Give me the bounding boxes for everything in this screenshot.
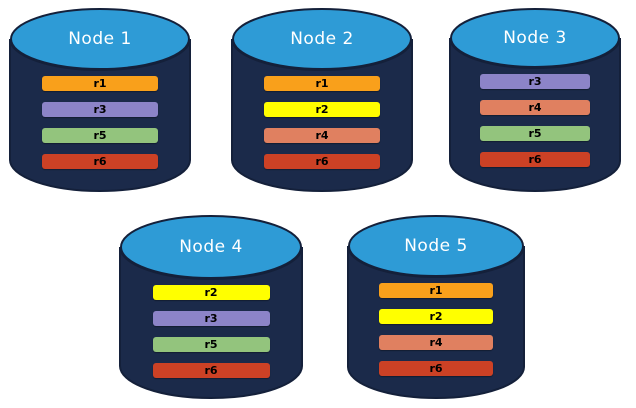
replica-bar[interactable]: r4 (264, 128, 380, 143)
replica-label: r4 (528, 101, 542, 114)
replica-stack: r1 r2 r4 r6 (348, 283, 524, 376)
replica-bar[interactable]: r1 (42, 76, 158, 91)
cylinder-shape (119, 215, 303, 399)
replica-bar[interactable]: r3 (42, 102, 158, 117)
replica-bar[interactable]: r6 (264, 154, 380, 169)
replica-bar[interactable]: r1 (264, 76, 380, 91)
replica-label: r6 (429, 362, 443, 375)
replica-bar[interactable]: r6 (42, 154, 158, 169)
replica-label: r1 (315, 77, 329, 90)
replica-label: r4 (429, 336, 443, 349)
replica-bar[interactable]: r3 (152, 311, 270, 326)
replica-bar[interactable]: r4 (480, 100, 590, 115)
replica-bar[interactable]: r3 (480, 74, 590, 89)
replica-label: r6 (204, 364, 218, 377)
replica-label: r3 (528, 75, 542, 88)
replica-bar[interactable]: r5 (42, 128, 158, 143)
replica-label: r5 (93, 129, 107, 142)
replica-bar[interactable]: r6 (152, 363, 270, 378)
replica-label: r2 (429, 310, 443, 323)
replica-bar[interactable]: r5 (480, 126, 590, 141)
cylinder-top-ellipse (348, 215, 524, 277)
replica-label: r5 (204, 338, 218, 351)
replica-stack: r3 r4 r5 r6 (450, 74, 620, 167)
replica-bar[interactable]: r4 (379, 335, 493, 350)
replica-label: r1 (93, 77, 107, 90)
replica-stack: r1 r3 r5 r6 (10, 76, 190, 169)
replica-label: r1 (429, 284, 443, 297)
replica-label: r6 (315, 155, 329, 168)
replica-stack: r2 r3 r5 r6 (120, 285, 302, 378)
replica-label: r3 (204, 312, 218, 325)
replica-label: r3 (93, 103, 107, 116)
cylinder-top-ellipse (450, 8, 620, 68)
replica-bar[interactable]: r2 (264, 102, 380, 117)
replica-label: r2 (204, 286, 218, 299)
cylinder-top-ellipse (120, 215, 302, 279)
replica-bar[interactable]: r2 (152, 285, 270, 300)
replica-stack: r1 r2 r4 r6 (232, 76, 412, 169)
replica-bar[interactable]: r6 (480, 152, 590, 167)
replica-label: r6 (528, 153, 542, 166)
replica-label: r4 (315, 129, 329, 142)
replica-bar[interactable]: r2 (379, 309, 493, 324)
replica-label: r6 (93, 155, 107, 168)
replica-label: r5 (528, 127, 542, 140)
replica-bar[interactable]: r6 (379, 361, 493, 376)
cylinder-top-ellipse (10, 8, 190, 70)
cylinder-top-ellipse (232, 8, 412, 70)
replica-bar[interactable]: r5 (152, 337, 270, 352)
replica-label: r2 (315, 103, 329, 116)
replica-bar[interactable]: r1 (379, 283, 493, 298)
